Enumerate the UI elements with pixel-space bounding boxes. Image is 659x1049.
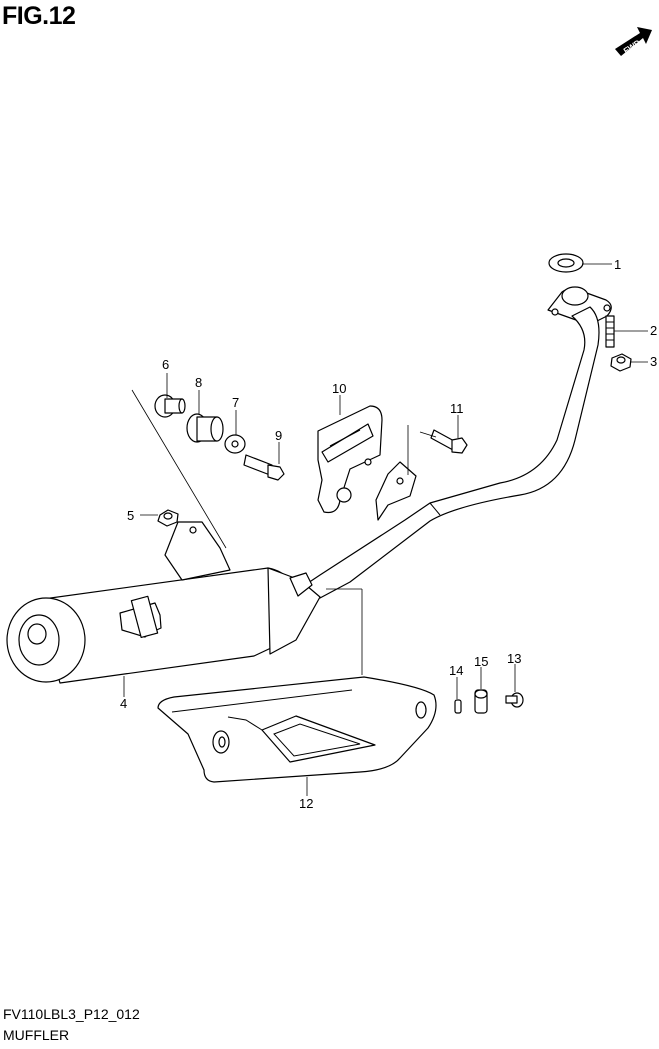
rubber-damper	[186, 413, 224, 443]
heat-shield	[157, 676, 437, 783]
drawing-code: FV110LBL3_P12_012	[3, 1006, 140, 1022]
fwd-arrow-icon: FWD	[615, 27, 652, 56]
callout-11: 11	[450, 401, 464, 416]
stud-bolt	[605, 315, 615, 348]
collar	[154, 394, 186, 418]
callout-4: 4	[120, 696, 127, 711]
callout-10: 10	[332, 381, 346, 396]
callout-3: 3	[650, 354, 657, 369]
heat-shield-collar	[454, 699, 462, 714]
callout-5: 5	[127, 508, 134, 523]
flange-nut	[610, 353, 632, 372]
section-name: MUFFLER	[3, 1027, 70, 1043]
muffler-bracket	[317, 405, 383, 514]
callout-15: 15	[474, 654, 488, 669]
muffler-nut	[157, 509, 179, 527]
callout-8: 8	[195, 375, 202, 390]
heat-shield-screw	[505, 692, 524, 708]
washer	[224, 434, 246, 454]
pipe-stay	[375, 461, 417, 521]
callout-2: 2	[650, 323, 657, 338]
callout-7: 7	[232, 395, 239, 410]
callout-1: 1	[614, 257, 621, 272]
exhaust-pipe	[301, 286, 612, 599]
bracket-bolt	[430, 429, 468, 454]
figure-title: FIG.12	[2, 2, 76, 30]
callout-14: 14	[449, 663, 463, 678]
muffler-body	[6, 521, 321, 684]
heat-shield-damper	[474, 689, 488, 714]
callout-12: 12	[299, 796, 313, 811]
callout-6: 6	[162, 357, 169, 372]
callout-13: 13	[507, 651, 521, 666]
callout-labels: 1 2 3 4 5 6 7 8 9 10 11 12 13 14 15	[120, 257, 657, 811]
mounting-bolt	[243, 454, 285, 481]
callout-9: 9	[275, 428, 282, 443]
exhaust-gasket	[548, 253, 584, 273]
leader-lines	[123, 263, 648, 796]
